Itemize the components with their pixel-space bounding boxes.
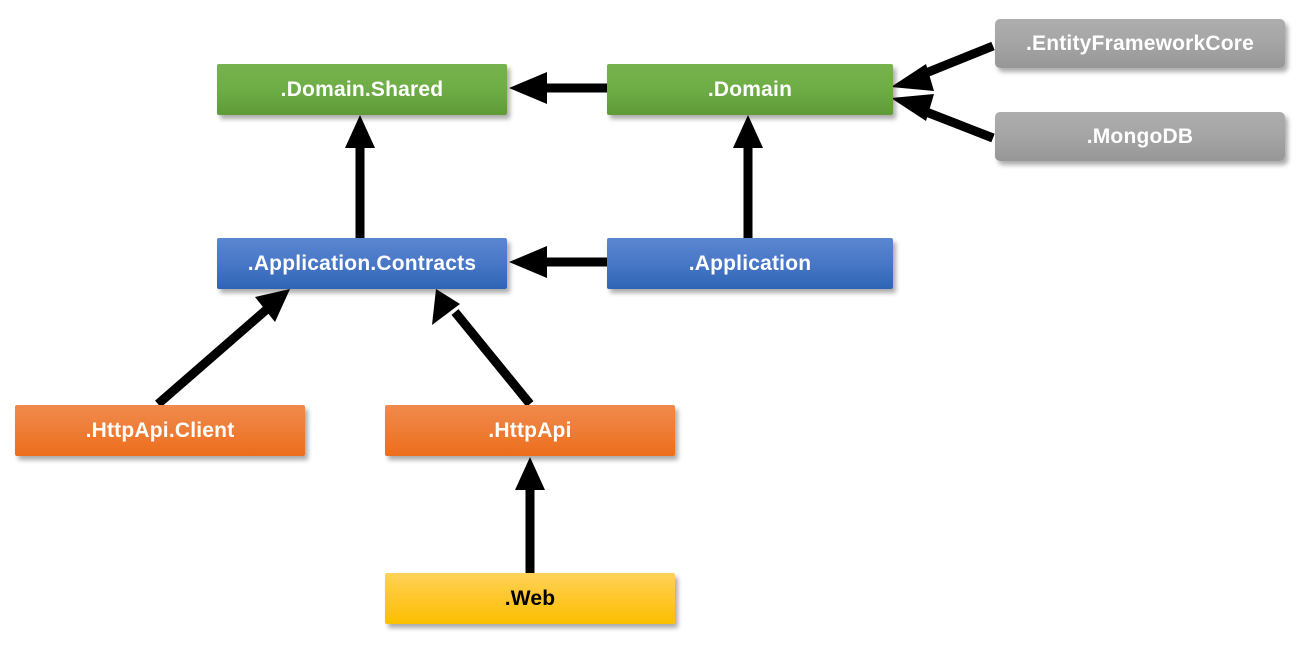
node-httpapi[interactable]: .HttpApi xyxy=(385,405,675,456)
edge-application-to-application-contracts xyxy=(509,246,607,278)
node-httpapi-client[interactable]: .HttpApi.Client xyxy=(15,405,305,456)
edge-httpapi-to-application-contracts xyxy=(432,289,534,407)
node-domain-label: .Domain xyxy=(707,77,793,101)
node-domain-shared[interactable]: .Domain.Shared xyxy=(217,64,507,115)
node-application-contracts[interactable]: .Application.Contracts xyxy=(217,238,507,289)
edge-application-contracts-to-domain-shared xyxy=(345,115,375,238)
node-mongodb-label: .MongoDB xyxy=(1086,124,1194,148)
edge-application-to-domain xyxy=(733,115,763,238)
node-web[interactable]: .Web xyxy=(385,573,675,624)
edge-httpapi-client-to-application-contracts xyxy=(155,289,290,408)
node-domain[interactable]: .Domain xyxy=(607,64,893,115)
edge-web-to-httpapi xyxy=(515,457,545,573)
node-httpapi-label: .HttpApi xyxy=(488,418,572,442)
node-application-label: .Application xyxy=(688,251,812,275)
node-web-label: .Web xyxy=(504,586,556,610)
edge-domain-to-domain-shared xyxy=(509,72,607,104)
edge-efcore-to-domain xyxy=(891,41,995,91)
edge-mongodb-to-domain xyxy=(891,94,995,143)
node-application[interactable]: .Application xyxy=(607,238,893,289)
node-domain-shared-label: .Domain.Shared xyxy=(280,77,444,101)
node-entity-framework-core-label: .EntityFrameworkCore xyxy=(1025,31,1255,55)
node-entity-framework-core[interactable]: .EntityFrameworkCore xyxy=(995,19,1285,68)
node-application-contracts-label: .Application.Contracts xyxy=(247,251,477,275)
node-httpapi-client-label: .HttpApi.Client xyxy=(85,418,235,442)
node-mongodb[interactable]: .MongoDB xyxy=(995,112,1285,161)
